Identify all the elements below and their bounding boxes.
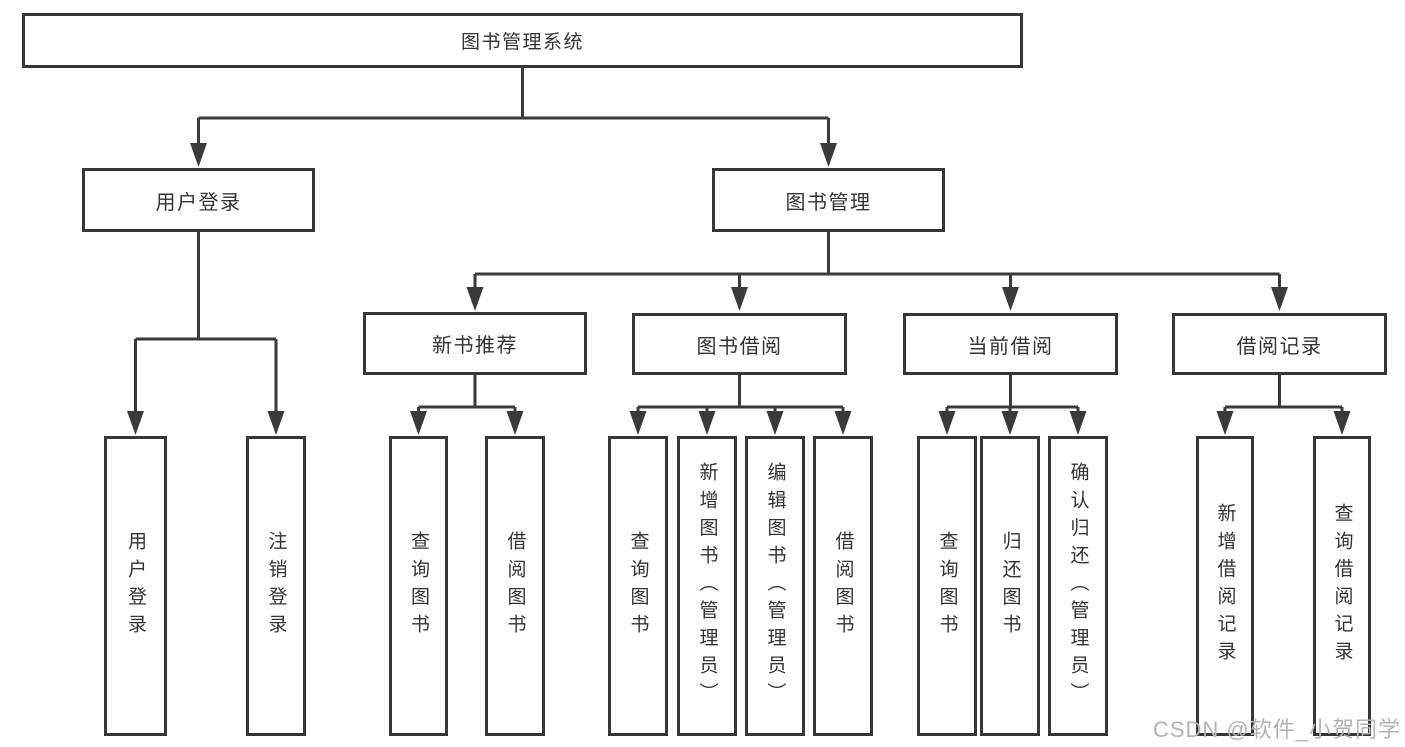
node-label: 归还图书 bbox=[999, 530, 1021, 642]
leaf-add-book-admin: 新增图书（管理员） bbox=[677, 436, 737, 736]
node-label: 图书借阅 bbox=[696, 335, 783, 358]
node-label: 当前借阅 bbox=[967, 335, 1054, 358]
node-new-book-recommendation: 新书推荐 bbox=[363, 312, 587, 375]
leaf-logout: 注销登录 bbox=[246, 436, 306, 736]
node-label: 查询图书 bbox=[936, 530, 958, 642]
leaf-confirm-return-admin: 确认归还（管理员） bbox=[1048, 436, 1108, 736]
leaf-query-books: 查询图书 bbox=[608, 436, 668, 736]
node-label: 查询图书 bbox=[408, 530, 429, 642]
node-label: 注销登录 bbox=[265, 530, 287, 642]
leaf-query-books: 查询图书 bbox=[917, 436, 977, 736]
node-label: 借阅图书 bbox=[504, 530, 526, 642]
leaf-return-books: 归还图书 bbox=[980, 436, 1040, 736]
leaf-query-books: 查询图书 bbox=[389, 436, 448, 736]
node-label: 图书管理 bbox=[785, 191, 872, 214]
node-book-management: 图书管理 bbox=[712, 168, 945, 232]
node-label: 新增借阅记录 bbox=[1214, 503, 1236, 669]
leaf-query-borrow-record: 查询借阅记录 bbox=[1313, 436, 1371, 736]
node-label: 借阅记录 bbox=[1236, 335, 1323, 358]
node-label: 查询图书 bbox=[627, 530, 649, 642]
leaf-add-borrow-record: 新增借阅记录 bbox=[1196, 436, 1254, 736]
node-user-login: 用户登录 bbox=[82, 168, 315, 232]
node-label: 图书管理系统 bbox=[460, 32, 584, 53]
node-label: 确认归还（管理员） bbox=[1067, 462, 1089, 710]
leaf-edit-book-admin: 编辑图书（管理员） bbox=[745, 436, 805, 736]
leaf-borrow-books: 借阅图书 bbox=[813, 436, 873, 736]
node-library-system: 图书管理系统 bbox=[22, 13, 1023, 68]
node-label: 用户登录 bbox=[155, 191, 242, 214]
node-borrowing-records: 借阅记录 bbox=[1172, 313, 1387, 375]
leaf-borrow-books: 借阅图书 bbox=[485, 436, 545, 736]
node-label: 新增图书（管理员） bbox=[696, 462, 718, 710]
node-book-borrowing: 图书借阅 bbox=[632, 313, 847, 375]
node-label: 新书推荐 bbox=[432, 335, 518, 357]
node-label: 编辑图书（管理员） bbox=[764, 462, 786, 710]
node-label: 借阅图书 bbox=[832, 530, 854, 642]
leaf-user-login: 用户登录 bbox=[104, 436, 167, 736]
watermark-csdn: CSDN @软件_小贺同学 bbox=[1152, 717, 1401, 742]
node-current-borrowing: 当前借阅 bbox=[903, 313, 1118, 375]
node-label: 用户登录 bbox=[125, 530, 146, 642]
node-label: 查询借阅记录 bbox=[1331, 503, 1353, 669]
